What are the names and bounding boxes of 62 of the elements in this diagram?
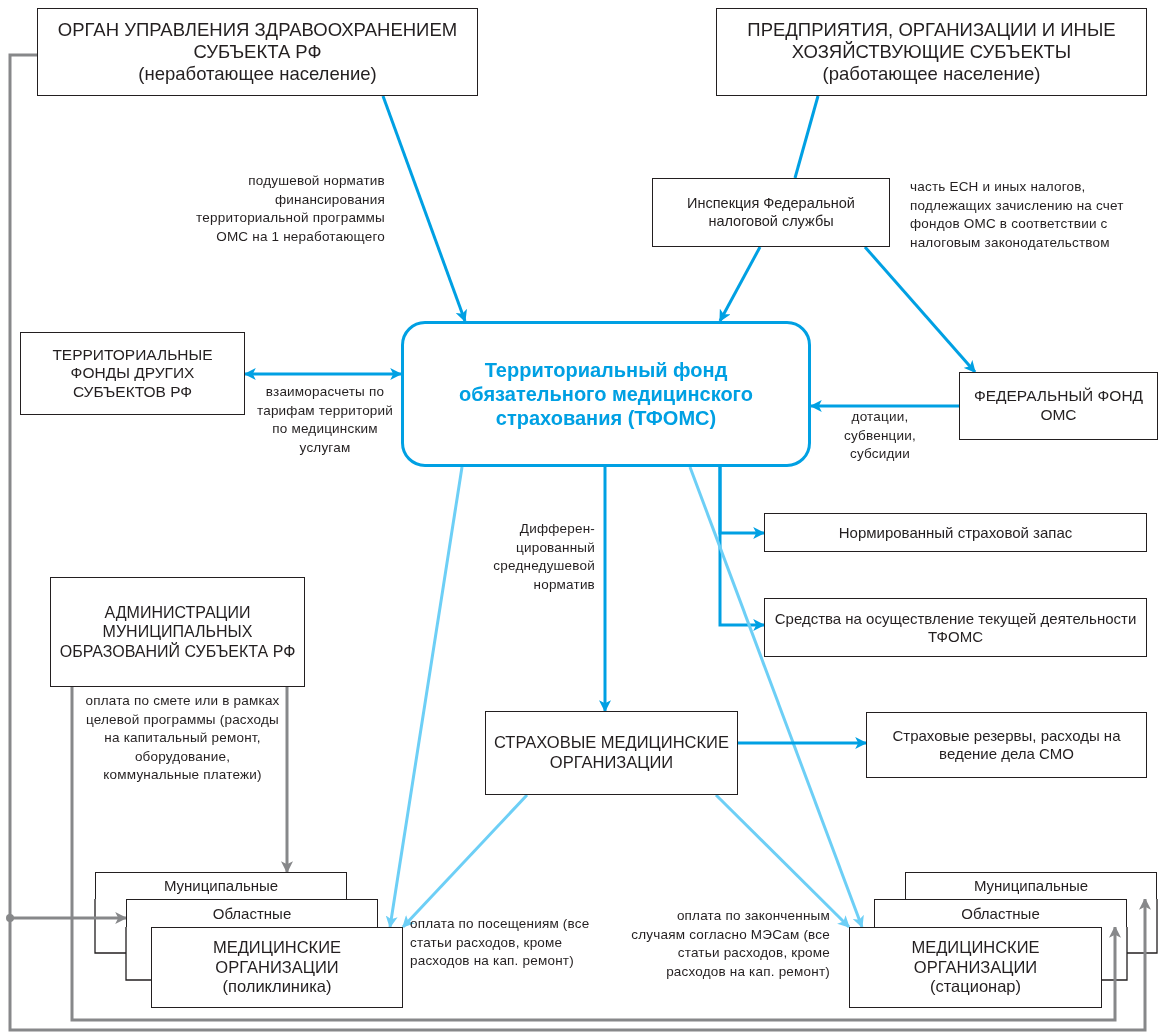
edge-label: подушевой норматив финансирования территориальной программы ОМС на 1 неработающего bbox=[195, 172, 385, 246]
organization-box bbox=[151, 927, 403, 1008]
arrow bbox=[281, 687, 293, 874]
arrow bbox=[688, 466, 864, 929]
arrow bbox=[863, 246, 977, 373]
box-title: Территориальный фонд обязательного медицинского страхования (ТФОМС) bbox=[458, 358, 754, 430]
edge-label: оплата по смете или в рамках целевой программы (расходы на капитальный ремонт, оборудование, коммунальные платежи) bbox=[85, 692, 280, 784]
organization-box bbox=[485, 711, 738, 795]
organization-box bbox=[905, 872, 1157, 899]
edge-label: часть ЕСН и иных налогов, подлежащих зачислению на счет фондов ОМС в соответствии с налоговым законодательством bbox=[910, 178, 1125, 252]
organization-box bbox=[20, 332, 245, 415]
organization-box bbox=[37, 8, 478, 96]
arrow bbox=[718, 246, 762, 323]
edge-label: Дифферен- цированный среднедушевой норматив bbox=[492, 520, 595, 594]
arrow bbox=[381, 95, 467, 323]
organization-box bbox=[95, 872, 347, 899]
organization-box bbox=[50, 577, 305, 687]
organization-box bbox=[126, 899, 378, 927]
organization-box bbox=[874, 899, 1127, 927]
fund-box bbox=[401, 321, 811, 467]
arrow bbox=[70, 687, 1121, 1022]
box-title: МЕДИЦИНСКИЕ ОРГАНИЗАЦИИ bbox=[211, 937, 343, 978]
box-subtitle: (работающее население) bbox=[822, 63, 1041, 86]
box-title: ОРГАН УПРАВЛЕНИЯ ЗДРАВООХРАНЕНИЕМ СУБЪЕКТА РФ bbox=[56, 18, 459, 64]
organization-box bbox=[866, 712, 1147, 778]
organization-box bbox=[959, 372, 1158, 440]
arrow bbox=[809, 400, 959, 412]
edge-label: оплата по законченным случаям согласно МЭСам (все статьи расходов, кроме расходов на кап. ремонт) bbox=[630, 907, 830, 981]
box-title: Страховые резервы, расходы на ведение дела СМО bbox=[891, 727, 1122, 763]
box-title: Муниципальные bbox=[973, 877, 1089, 895]
box-title: ПРЕДПРИЯТИЯ, ОРГАНИЗАЦИИ И ИНЫЕ ХОЗЯЙСТВУЮЩИЕ СУБЪЕКТЫ bbox=[746, 18, 1117, 64]
box-title: Средства на осуществление текущей деятельности ТФОМС bbox=[773, 609, 1138, 646]
arrow bbox=[738, 737, 868, 749]
organization-box bbox=[764, 513, 1147, 552]
box-title: СТРАХОВЫЕ МЕДИЦИНСКИЕ ОРГАНИЗАЦИИ bbox=[493, 733, 730, 773]
box-title: Нормированный страховой запас bbox=[838, 523, 1073, 542]
arrow bbox=[401, 793, 529, 929]
arrow bbox=[599, 467, 611, 713]
organization-box bbox=[764, 598, 1147, 657]
organization-box bbox=[849, 927, 1102, 1008]
organization-box bbox=[652, 178, 890, 247]
arrow bbox=[243, 368, 403, 380]
arrow bbox=[385, 466, 464, 929]
box-title: Областные bbox=[961, 904, 1040, 923]
connector-line bbox=[793, 95, 820, 179]
arrow bbox=[8, 897, 1151, 1032]
box-title: МЕДИЦИНСКИЕ ОРГАНИЗАЦИИ bbox=[910, 937, 1041, 978]
box-subtitle: (поликлиника) bbox=[222, 977, 332, 998]
edge-label: взаиморасчеты по тарифам территорий по медицинским услугам bbox=[255, 383, 395, 457]
edge-label: оплата по посещениям (все статьи расходов, кроме расходов на кап. ремонт) bbox=[410, 915, 591, 970]
box-title: Областные bbox=[212, 904, 292, 923]
arrow bbox=[714, 793, 851, 929]
box-title: ТЕРРИТОРИАЛЬНЫЕ ФОНДЫ ДРУГИХ СУБЪЕКТОВ РФ bbox=[51, 345, 214, 402]
organization-box bbox=[716, 8, 1147, 96]
box-subtitle: (неработающее население) bbox=[138, 63, 377, 86]
box-subtitle: (стационар) bbox=[929, 977, 1022, 998]
box-title: АДМИНИСТРАЦИИ МУНИЦИПАЛЬНЫХ ОБРАЗОВАНИЙ СУБЪЕКТА РФ bbox=[58, 603, 297, 661]
box-title: ФЕДЕРАЛЬНЫЙ ФОНД ОМС bbox=[972, 387, 1145, 425]
edge-label: дотации, субвенции, субсидии bbox=[843, 408, 917, 463]
box-title: Инспекция Федеральной налоговой службы bbox=[686, 195, 856, 230]
arrow bbox=[718, 467, 766, 631]
box-title: Муниципальные bbox=[163, 877, 279, 895]
